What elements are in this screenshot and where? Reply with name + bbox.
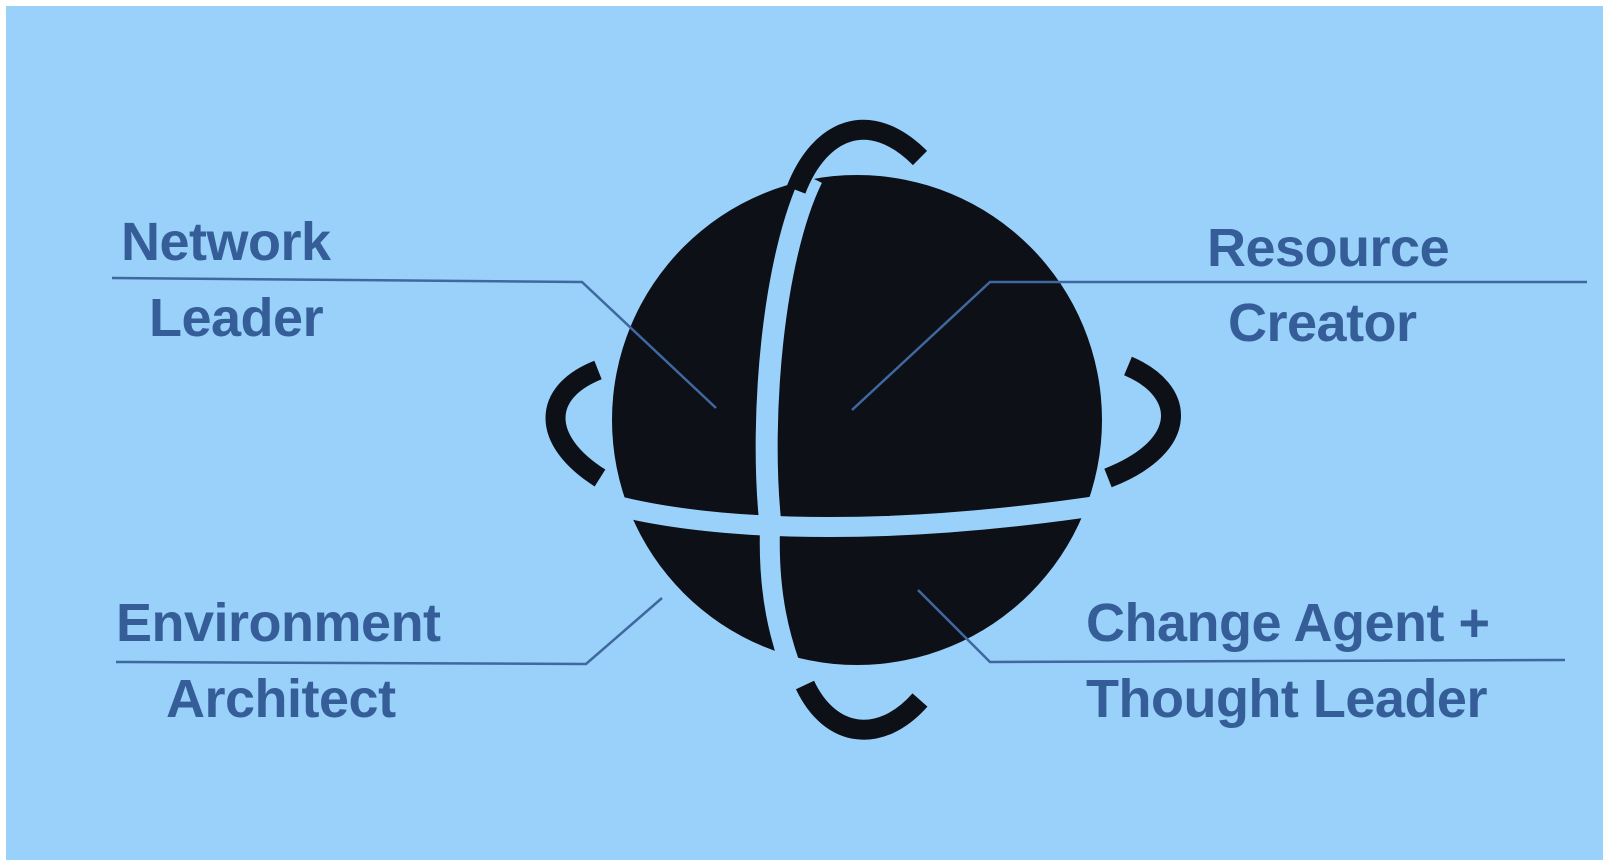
label-network-leader-line1: Network xyxy=(121,212,331,272)
leader-line-resource xyxy=(851,280,1587,411)
orbit-ring-top-arc xyxy=(786,119,928,194)
label-environment-architect-line2: Architect xyxy=(166,669,396,729)
orbit-ring-right-arc xyxy=(1104,356,1181,488)
label-network-leader-line2: Leader xyxy=(149,288,324,348)
label-change-agent-line2: Thought Leader xyxy=(1086,669,1487,729)
label-environment-architect-line1: Environment xyxy=(116,593,441,653)
leader-lines xyxy=(111,276,1587,666)
label-resource-creator-line1: Resource xyxy=(1207,218,1450,278)
orbit-ring-bottom-arc xyxy=(795,680,928,740)
leader-line-environment xyxy=(115,597,663,666)
globe-icon xyxy=(545,119,1181,740)
label-change-agent-line1: Change Agent + xyxy=(1086,593,1490,653)
globe-sphere xyxy=(612,175,1102,665)
leader-line-network xyxy=(111,276,717,409)
orbit-ring-left-arc xyxy=(545,360,606,487)
leader-line-change-agent xyxy=(917,589,1566,664)
label-resource-creator-line2: Creator xyxy=(1228,293,1417,353)
